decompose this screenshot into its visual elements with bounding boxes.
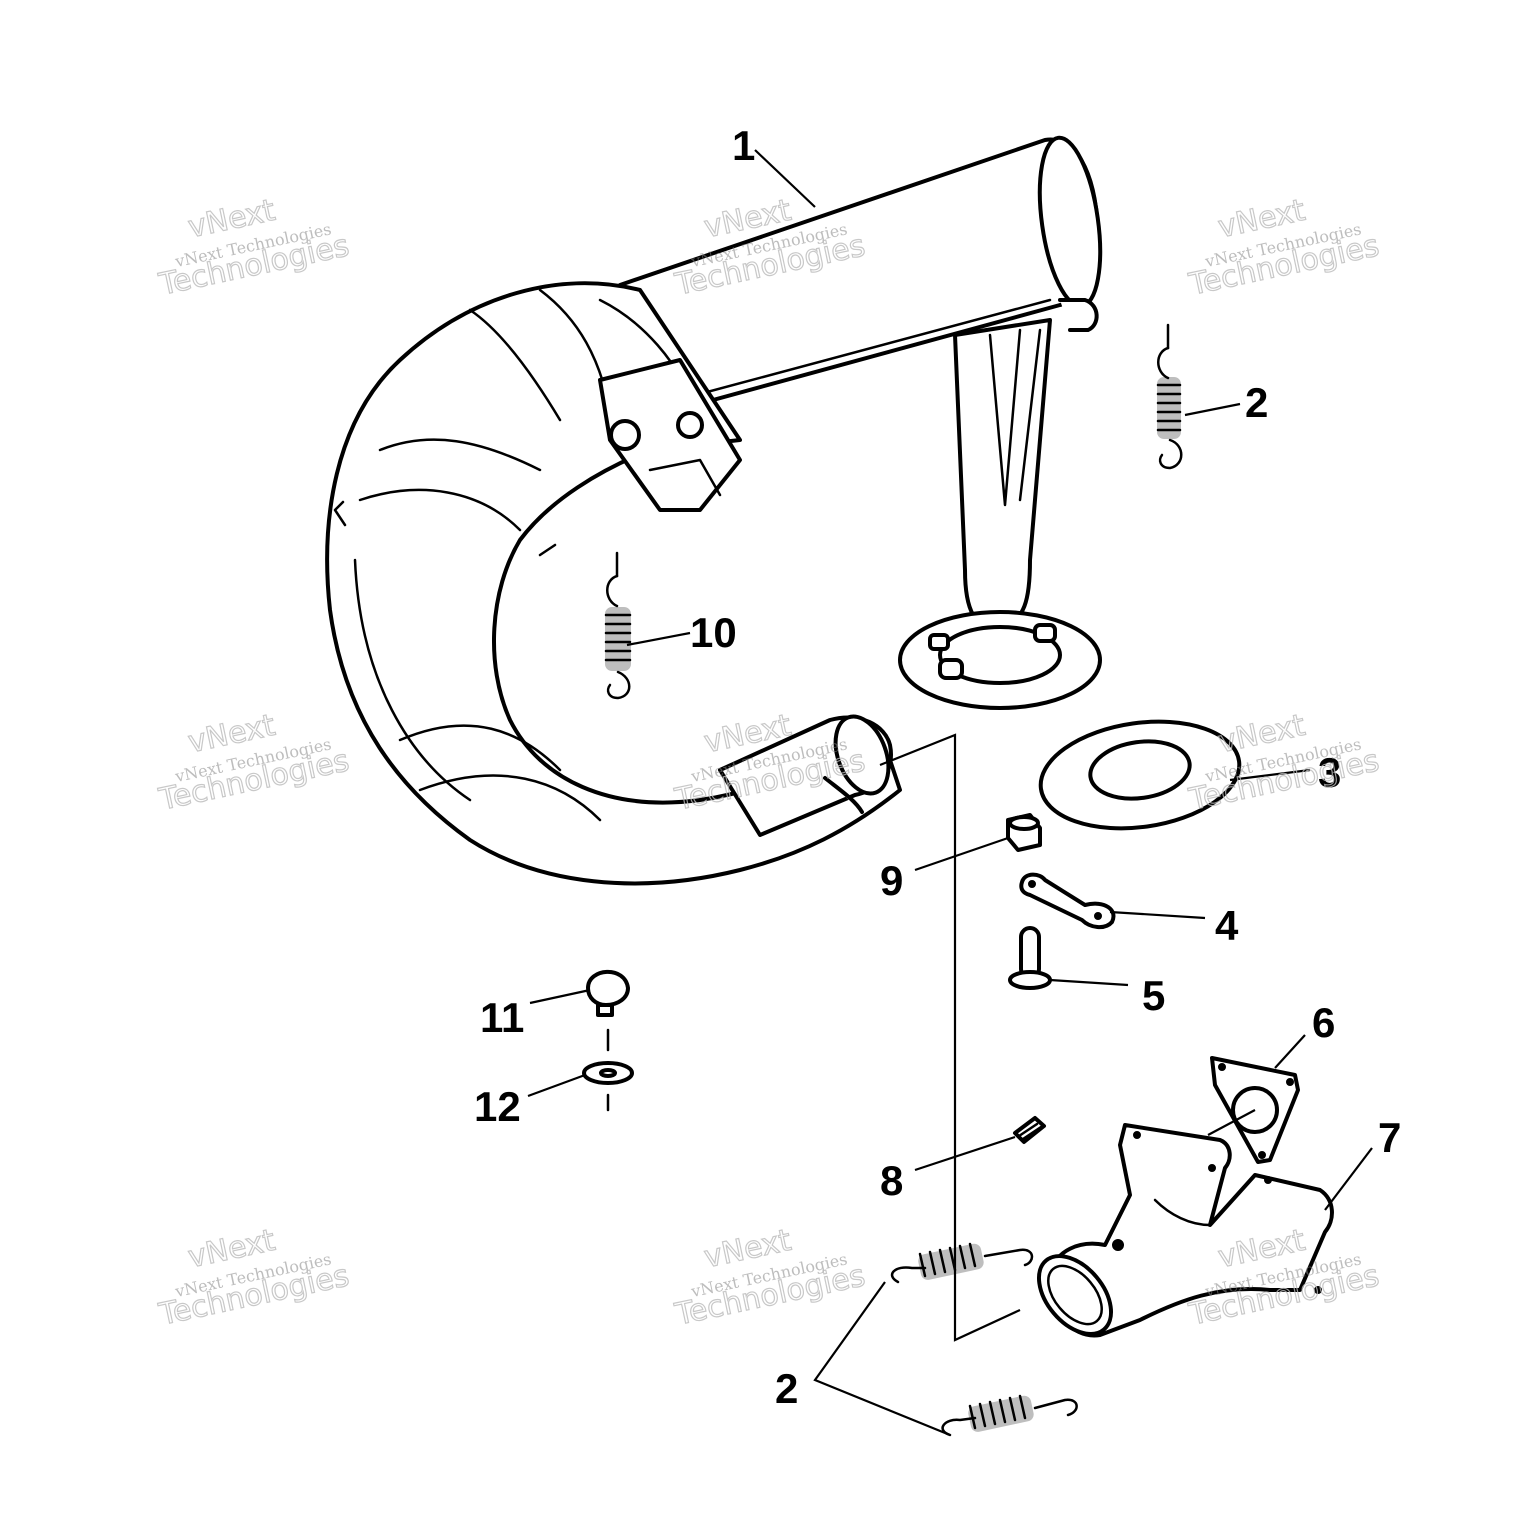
part-7-exhaust-manifold xyxy=(1036,1123,1334,1338)
callout-8: 8 xyxy=(880,1157,903,1204)
callout-2-upper: 2 xyxy=(1245,379,1268,426)
part-9-nut xyxy=(1006,813,1042,852)
callout-4: 4 xyxy=(1215,902,1239,949)
part-11-cap xyxy=(586,969,630,1017)
part-2-spring-lower-a xyxy=(890,1242,1034,1284)
part-12-washer xyxy=(582,1028,634,1112)
part-2-spring-upper xyxy=(1156,323,1183,470)
callout-12: 12 xyxy=(474,1083,521,1130)
part-1-exhaust-pipe xyxy=(325,135,1103,886)
watermark-r1c3: vNext vNext Technologies Technologies xyxy=(1185,192,1383,303)
callout-3: 3 xyxy=(1318,749,1341,796)
assembly-reference-line xyxy=(879,733,1021,1342)
watermark-r2c1: vNext vNext Technologies Technologies xyxy=(155,707,353,818)
callout-labels: 1 2 10 3 9 4 5 11 6 12 7 8 2 xyxy=(474,122,1401,1412)
watermark-r3c1: vNext vNext Technologies Technologies xyxy=(155,1222,353,1333)
part-10-spring xyxy=(604,551,632,700)
part-3-gasket xyxy=(1038,719,1242,831)
callout-9: 9 xyxy=(880,857,903,904)
part-8-stud xyxy=(1013,1116,1046,1144)
callout-7: 7 xyxy=(1378,1114,1401,1161)
watermark-r1c1: vNext vNext Technologies Technologies xyxy=(155,192,353,303)
part-2-spring-lower-b xyxy=(941,1394,1078,1437)
part-5-pin xyxy=(1008,926,1052,990)
callout-11: 11 xyxy=(480,994,524,1041)
callout-6: 6 xyxy=(1312,999,1335,1046)
callout-10: 10 xyxy=(690,609,737,656)
part-4-bracket xyxy=(1019,872,1116,929)
watermark-r3c2: vNext vNext Technologies Technologies xyxy=(671,1222,869,1333)
callout-5: 5 xyxy=(1142,972,1165,1019)
leader-lines xyxy=(527,149,1373,1437)
callout-1: 1 xyxy=(732,122,755,169)
callout-2-lower: 2 xyxy=(775,1365,798,1412)
